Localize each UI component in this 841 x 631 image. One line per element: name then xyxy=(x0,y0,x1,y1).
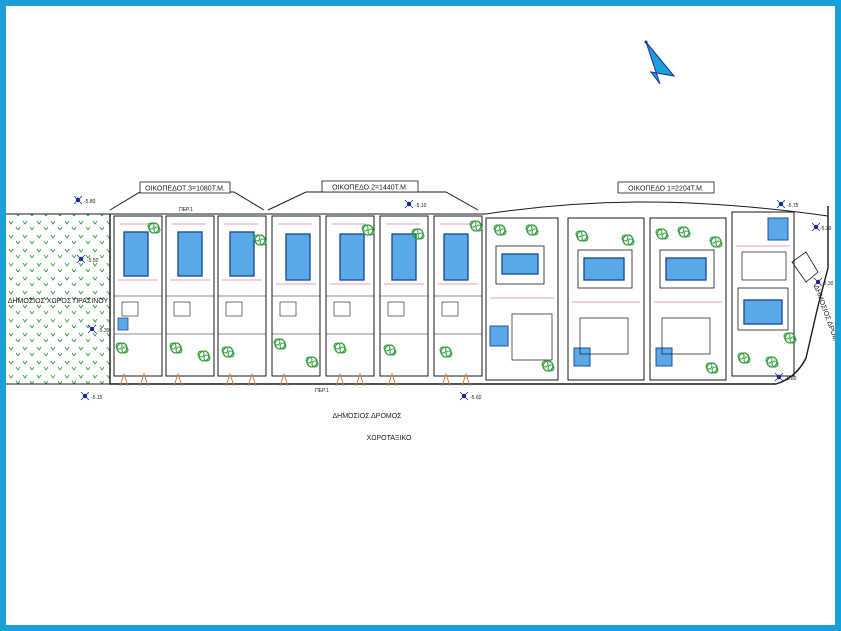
elevation-markers: -5.80 -5.50 -5.30 -5.15 -5.10 -5.60 -5.7… xyxy=(73,195,834,401)
house-unit-7 xyxy=(433,215,483,387)
house-unit-1 xyxy=(113,215,163,387)
per1-top-label: ΠΕΡ.1 xyxy=(179,207,193,213)
site-outline xyxy=(6,201,829,385)
north-arrow-icon xyxy=(644,40,676,85)
layout-title: ΧΩΡΟΤΑΞΙΚΟ xyxy=(367,435,412,442)
elevation-point-icon xyxy=(404,199,414,209)
row-houses xyxy=(113,215,483,387)
house-unit-5 xyxy=(325,215,375,387)
elevation-point-icon xyxy=(776,199,786,209)
per1-bottom-label: ΠΕΡ.1 xyxy=(315,388,329,394)
public-green-label: ΔΗΜΟΣΙΟΣ ΧΩΡΟΣ ΠΡΑΣΙΝΟΥ xyxy=(8,298,109,305)
elevation-label: -5.80 xyxy=(785,376,797,382)
elevation-label: -5.15 xyxy=(91,395,103,401)
villa-2 xyxy=(567,217,645,381)
elevation-label: -5.75 xyxy=(787,203,799,209)
plot-labels: ΟΙΚΟΠΕΔΟΤ 3=1080Τ.Μ. ΟΙΚΟΠΕΔΟ 2=1440Τ.Μ.… xyxy=(139,180,715,394)
house-unit-4 xyxy=(271,215,321,387)
elevation-label: -5.30 xyxy=(98,328,110,334)
plot1-villas xyxy=(485,211,797,381)
elevation-point-icon xyxy=(73,195,83,205)
elevation-point-icon xyxy=(459,391,469,401)
house-unit-3 xyxy=(217,215,267,387)
house-unit-2 xyxy=(165,215,215,387)
elevation-label: -5.60 xyxy=(470,395,482,401)
elevation-label: -5.10 xyxy=(415,203,427,209)
villa-4 xyxy=(731,211,797,377)
public-road-label: ΔΗΜΟΣΙΟΣ ΔΡΟΜΟΣ xyxy=(332,413,402,420)
plot3-label: ΟΙΚΟΠΕΔΟΤ 3=1080Τ.Μ. xyxy=(145,186,225,193)
plot1-label: ΟΙΚΟΠΕΔΟ 1=2204Τ.Μ. xyxy=(628,186,704,193)
site-plan-drawing: ΔΗΜΟΣΙΟΣ ΧΩΡΟΣ ΠΡΑΣΙΝΟΥ ΟΙΚΟΠΕΔΟΤ 3=1080… xyxy=(6,40,841,442)
villa-3 xyxy=(649,217,727,381)
plot2-label: ΟΙΚΟΠΕΔΟ 2=1440Τ.Μ. xyxy=(332,185,408,192)
road-labels: ΔΗΜΟΣΙΟΣ ΔΡΟΜΟΣ ΧΩΡΟΤΑΞΙΚΟ xyxy=(332,413,411,442)
public-green-zone: ΔΗΜΟΣΙΟΣ ΧΩΡΟΣ ΠΡΑΣΙΝΟΥ xyxy=(6,213,110,384)
elevation-point-icon xyxy=(80,391,90,401)
elevation-label: -5.30 xyxy=(822,281,834,287)
elevation-point-icon xyxy=(811,222,821,232)
elevation-point-icon xyxy=(774,372,784,382)
house-unit-6 xyxy=(379,215,429,387)
villa-1 xyxy=(485,217,559,381)
elevation-label: -5.80 xyxy=(84,199,96,205)
elevation-label: -5.20 xyxy=(820,226,832,232)
elevation-label: -5.50 xyxy=(87,258,99,264)
